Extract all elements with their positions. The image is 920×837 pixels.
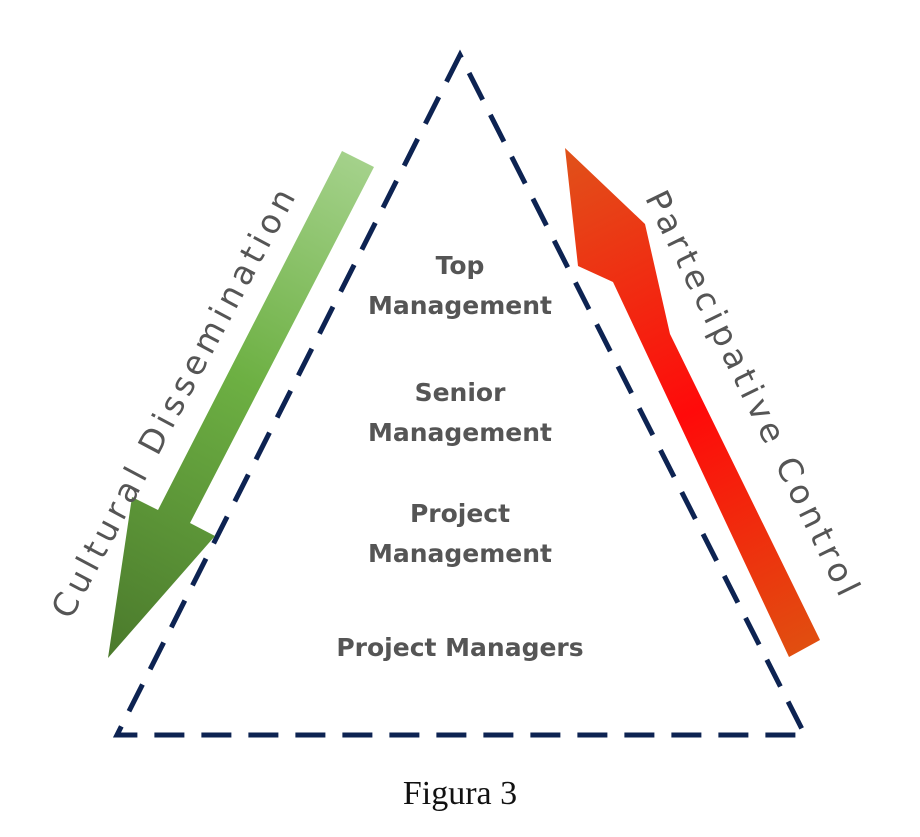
level-project-management-line1: Project [410,499,510,528]
arrow-down-left-icon [108,151,374,658]
level-project-management-line2: Management [368,539,552,568]
triangle-outline [112,49,810,738]
level-top-management-line1: Top [436,251,485,280]
level-project-managers: Project Managers [336,633,583,662]
level-senior-management-line1: Senior [415,378,507,407]
level-top-management-line2: Management [368,291,552,320]
arrow-up-left-icon [565,148,820,657]
level-senior-management-line2: Management [368,418,552,447]
figure-caption: Figura 3 [403,775,517,812]
